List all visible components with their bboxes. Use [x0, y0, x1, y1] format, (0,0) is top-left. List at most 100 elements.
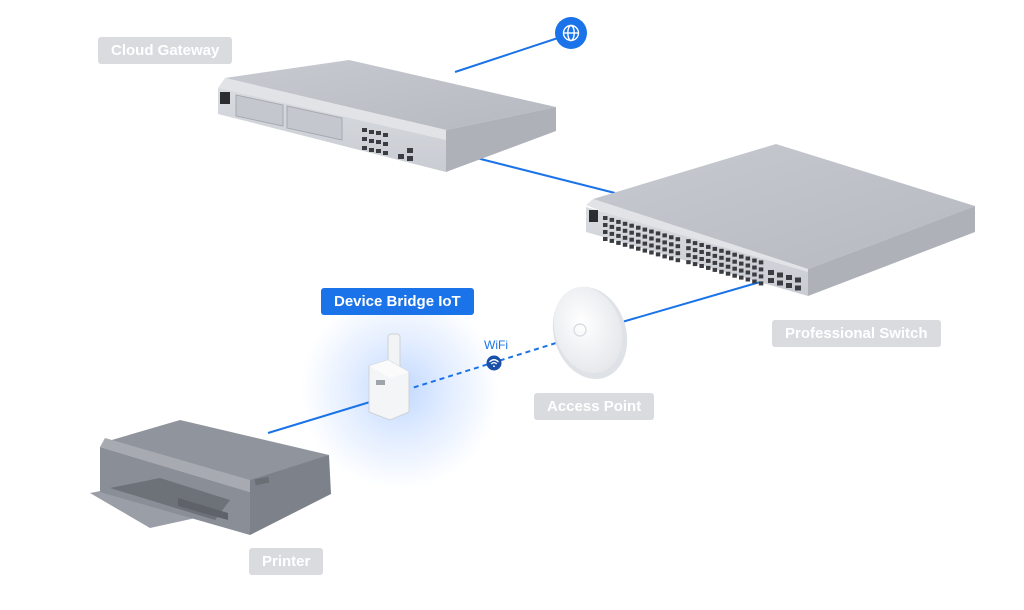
printer-label: Printer: [249, 548, 324, 575]
device-bridge-iot-device: [368, 333, 410, 421]
wifi-label: WiFi: [484, 338, 508, 352]
switch-port: [752, 258, 757, 263]
switch-sfp-port: [795, 277, 801, 283]
switch-port: [706, 265, 711, 270]
switch-port: [662, 233, 667, 238]
switch-port: [609, 231, 615, 236]
switch-port: [603, 237, 608, 241]
switch-port: [649, 236, 654, 241]
switch-sfp-port: [786, 283, 792, 288]
switch-sfp-port: [786, 275, 792, 280]
switch-port: [603, 223, 608, 227]
switch-port: [642, 234, 648, 239]
switch-port: [675, 237, 681, 242]
switch-port: [719, 269, 724, 274]
switch-port: [662, 247, 667, 252]
switch-port: [669, 235, 674, 240]
switch-port: [725, 264, 731, 269]
wifi-icon: [486, 355, 502, 371]
printer-device: [90, 420, 331, 535]
switch-port: [622, 221, 628, 226]
switch-port: [655, 252, 661, 257]
switch-port: [629, 230, 634, 235]
switch-port: [725, 271, 731, 276]
switch-port: [745, 277, 751, 282]
switch-port: [609, 224, 615, 229]
switch-port: [699, 250, 704, 254]
switch-port: [655, 238, 661, 243]
switch-port: [662, 254, 667, 259]
switch-port: [699, 243, 704, 247]
switch-port: [739, 275, 744, 280]
switch-port: [686, 246, 691, 251]
switch-port: [642, 248, 648, 253]
switch-port: [719, 248, 724, 253]
switch-port: [692, 248, 698, 253]
switch-port: [745, 263, 751, 268]
switch-port: [662, 240, 667, 245]
switch-port: [609, 238, 615, 243]
switch-port: [706, 251, 711, 256]
switch-port: [669, 242, 674, 247]
globe-icon: [555, 17, 587, 49]
switch-port: [629, 223, 634, 228]
cloud-gateway-label: Cloud Gateway: [98, 37, 233, 64]
switch-port: [699, 257, 704, 261]
link-gateway-internet: [454, 34, 568, 73]
switch-port: [629, 237, 634, 242]
switch-port: [675, 258, 681, 263]
switch-port: [642, 241, 648, 246]
switch-sfp-port: [768, 278, 774, 283]
switch-port: [686, 253, 691, 258]
access-point-device: [552, 286, 628, 380]
switch-port: [675, 251, 681, 256]
switch-port: [752, 279, 757, 284]
switch-port: [758, 260, 764, 265]
switch-port: [616, 226, 621, 231]
link-switch-ap: [621, 281, 761, 323]
switch-port: [706, 258, 711, 263]
link-bridge-printer: [267, 401, 371, 434]
switch-port: [636, 246, 641, 251]
switch-port: [692, 255, 698, 260]
switch-port: [636, 225, 641, 230]
switch-port: [758, 267, 764, 272]
switch-port: [692, 241, 698, 246]
switch-sfp-port: [768, 270, 774, 275]
switch-port: [636, 239, 641, 244]
switch-sfp-port: [777, 280, 783, 286]
switch-port: [725, 257, 731, 262]
switch-port: [669, 249, 674, 254]
switch-port: [686, 239, 691, 244]
switch-port: [649, 243, 654, 248]
switch-port: [675, 244, 681, 249]
switch-port: [719, 255, 724, 260]
switch-port: [622, 242, 628, 247]
switch-port: [712, 260, 718, 265]
professional-switch-device: [586, 144, 975, 296]
switch-port: [686, 260, 691, 265]
switch-port: [732, 266, 737, 271]
switch-port: [699, 264, 704, 268]
switch-port: [712, 267, 718, 272]
switch-port: [745, 270, 751, 275]
switch-port: [616, 219, 621, 224]
switch-port: [758, 281, 764, 286]
switch-port: [712, 246, 718, 251]
switch-port: [732, 273, 737, 278]
switch-port: [692, 262, 698, 267]
switch-port: [669, 256, 674, 261]
switch-port: [609, 217, 615, 222]
switch-sfp-port: [777, 272, 783, 278]
switch-port: [725, 250, 731, 255]
switch-port: [622, 235, 628, 240]
switch-sfp-port: [795, 285, 801, 291]
switch-port: [706, 244, 711, 249]
switch-port: [603, 230, 608, 234]
switch-port: [616, 233, 621, 238]
switch-port: [712, 253, 718, 258]
switch-port: [745, 256, 751, 261]
link-ap-bridge-wifi: [411, 342, 557, 389]
switch-port: [739, 254, 744, 259]
switch-port: [636, 232, 641, 237]
